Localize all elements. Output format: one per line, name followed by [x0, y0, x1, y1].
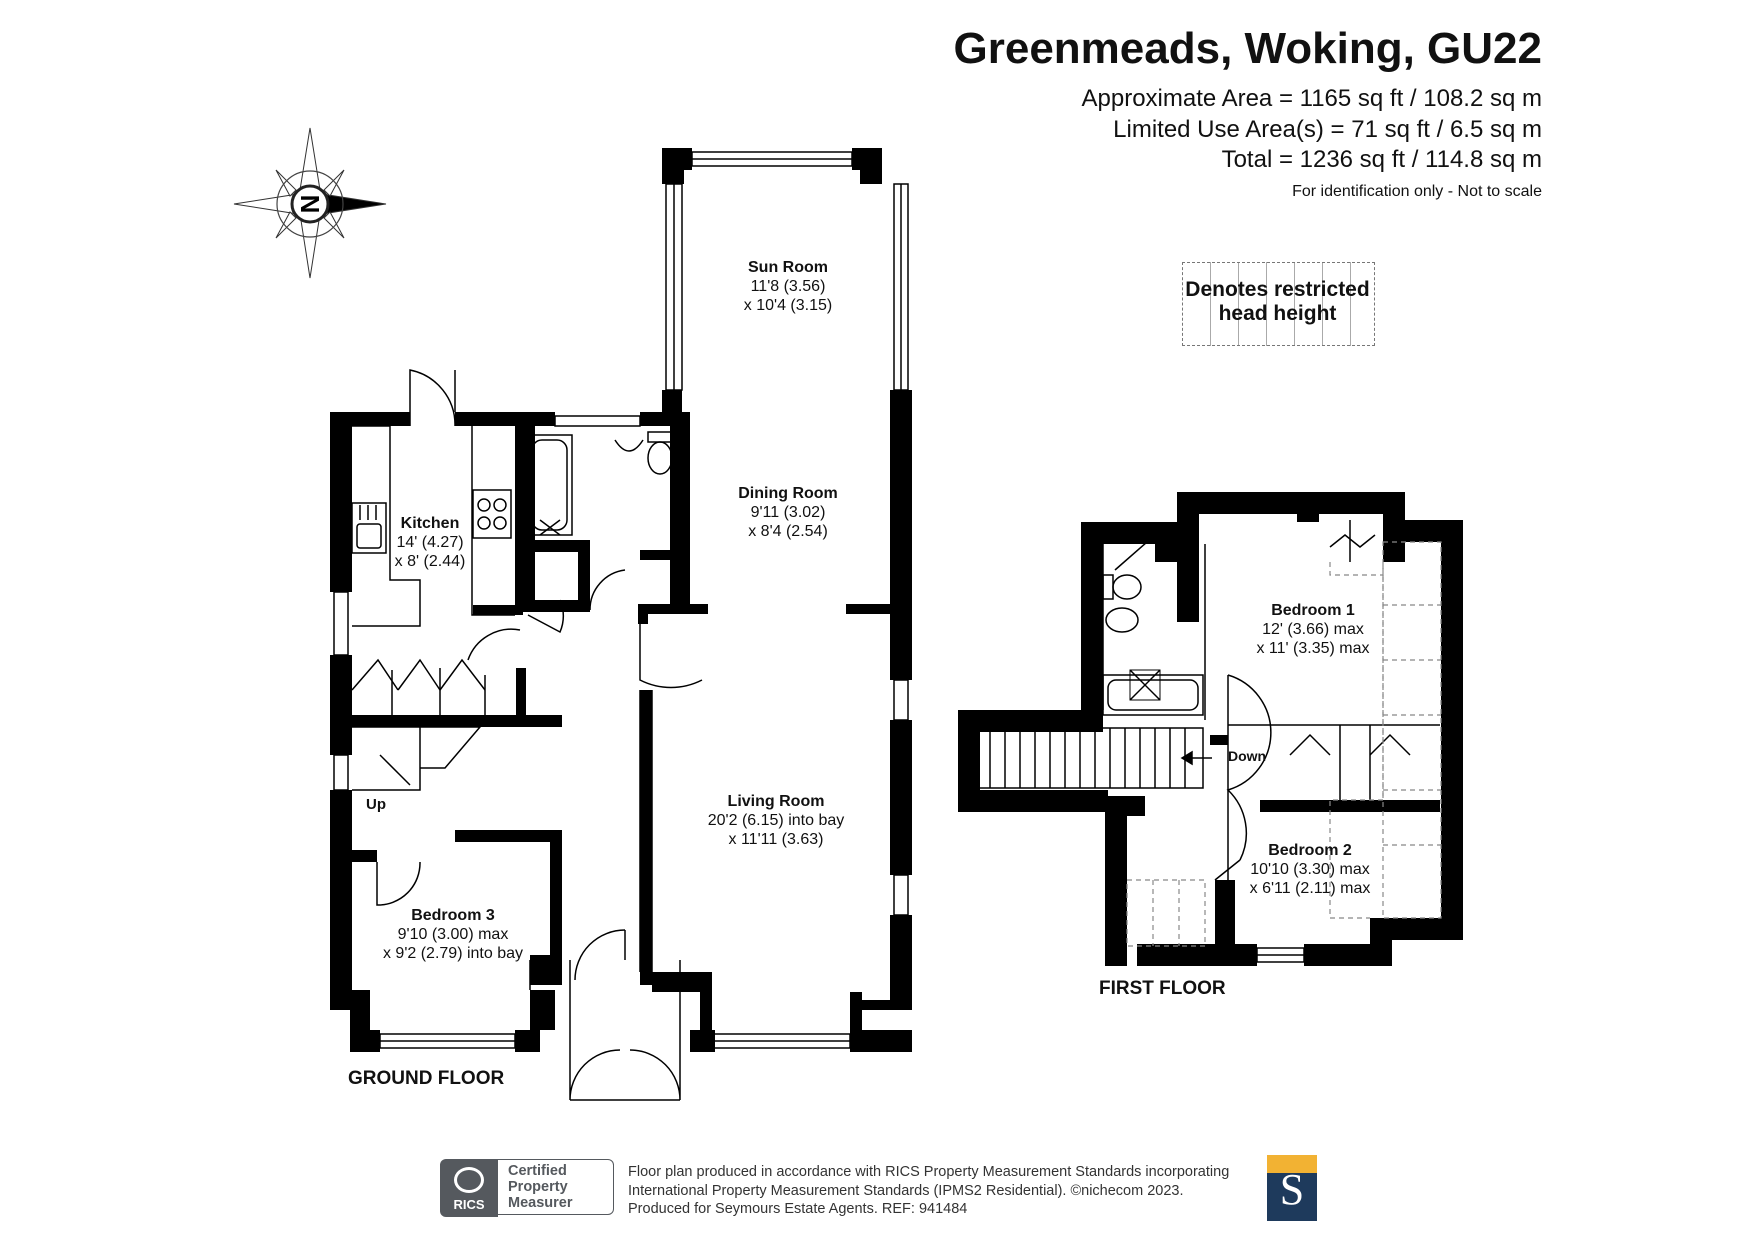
room-label-living-room: Living Room 20'2 (6.15) into bay x 11'11… [708, 792, 844, 849]
room-label-bedroom-3: Bedroom 3 9'10 (3.00) max x 9'2 (2.79) i… [383, 906, 523, 963]
room-dimension: x 8'4 (2.54) [748, 523, 828, 540]
restricted-height-legend: Denotes restricted head height [1182, 278, 1373, 326]
room-dimension: x 8' (2.44) [394, 553, 466, 570]
room-label-bedroom-1: Bedroom 1 12' (3.66) max x 11' (3.35) ma… [1256, 601, 1369, 658]
room-name: Dining Room [738, 485, 838, 502]
logo-letter: S [1279, 1165, 1305, 1214]
badge-line-2: Property [508, 1179, 568, 1195]
room-dimension: x 11' (3.35) max [1256, 640, 1370, 657]
ground-floor-windows [333, 151, 909, 1101]
first-floor-walls [958, 492, 1463, 966]
room-name: Living Room [727, 793, 825, 810]
room-dimension: 12' (3.66) max [1262, 621, 1364, 638]
footer-disclaimer: Floor plan produced in accordance with R… [628, 1163, 1229, 1219]
rics-logo-icon: RICS [440, 1159, 498, 1217]
ground-floor-label: GROUND FLOOR [348, 1068, 505, 1089]
room-dimension: 11'8 (3.56) [750, 278, 826, 295]
approx-area: Approximate Area = 1165 sq ft / 108.2 sq… [1081, 85, 1543, 112]
room-label-kitchen: Kitchen 14' (4.27) x 8' (2.44) [395, 514, 466, 571]
badge-line-1: Certified [508, 1163, 567, 1179]
room-dimension: x 9'2 (2.79) into bay [382, 945, 524, 962]
badge-line-3: Measurer [508, 1195, 573, 1211]
room-label-sun-room: Sun Room 11'8 (3.56) x 10'4 (3.15) [744, 258, 832, 315]
room-name: Bedroom 3 [411, 907, 495, 924]
footer-line-2: International Property Measurement Stand… [628, 1182, 1184, 1199]
room-dimension: x 11'11 (3.63) [728, 831, 824, 848]
ground-floor-walls [330, 148, 912, 1052]
footer-line-3: Produced for Seymours Estate Agents. REF… [628, 1201, 968, 1217]
first-floor-label: FIRST FLOOR [1099, 978, 1226, 999]
rics-certified-badge: RICS Certified Property Measurer [440, 1159, 616, 1217]
stairs-up-label: Up [366, 796, 386, 813]
seymours-logo: S [1267, 1155, 1317, 1221]
room-dimension: x 6'11 (2.11) max [1249, 880, 1371, 897]
room-dimension: 10'10 (3.30) max [1250, 861, 1370, 878]
room-label-bedroom-2: Bedroom 2 10'10 (3.30) max x 6'11 (2.11)… [1250, 841, 1371, 898]
legend-line-2: head height [1218, 302, 1337, 325]
room-name: Bedroom 1 [1271, 602, 1355, 619]
compass-letter: N [295, 195, 325, 214]
room-dimension: x 10'4 (3.15) [743, 297, 833, 314]
first-floor-lines [977, 495, 1440, 963]
restricted-height-legend-box [1182, 262, 1375, 346]
rics-brand-text: RICS [453, 1197, 485, 1212]
room-label-dining-room: Dining Room 9'11 (3.02) x 8'4 (2.54) [738, 484, 838, 541]
total-area: Total = 1236 sq ft / 114.8 sq m [1221, 146, 1542, 173]
room-name: Bedroom 2 [1268, 842, 1352, 859]
room-dimension: 9'10 (3.00) max [397, 926, 509, 943]
room-name: Kitchen [400, 515, 460, 532]
compass-icon [233, 127, 387, 279]
disclaimer: For identification only - Not to scale [1292, 183, 1542, 200]
room-dimension: 20'2 (6.15) into bay [707, 812, 845, 829]
room-name: Sun Room [748, 259, 828, 276]
limited-use-area: Limited Use Area(s) = 71 sq ft / 6.5 sq … [1113, 116, 1542, 143]
footer-line-1: Floor plan produced in accordance with R… [628, 1164, 1230, 1180]
room-dimension: 9'11 (3.02) [750, 504, 826, 521]
legend-line-1: Denotes restricted [1185, 278, 1370, 301]
restricted-height-areas [1126, 541, 1442, 947]
stairs-down-label: Down [1228, 748, 1267, 764]
room-dimension: 14' (4.27) [396, 534, 464, 551]
page-title: Greenmeads, Woking, GU22 [953, 24, 1542, 73]
